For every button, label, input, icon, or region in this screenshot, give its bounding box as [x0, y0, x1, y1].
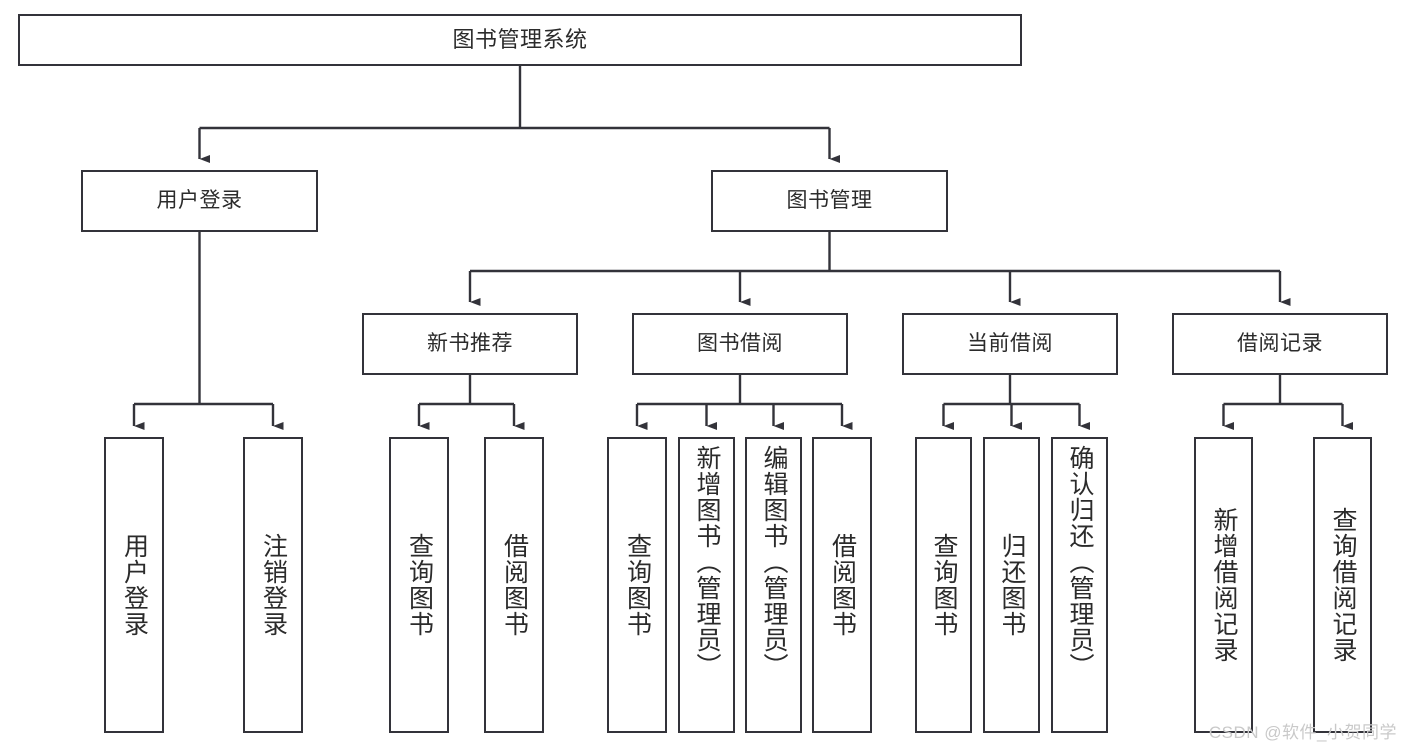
node-label: 归还图书 [998, 533, 1026, 637]
node-l-cu-return[interactable]: 归还图书 [983, 437, 1040, 733]
node-l-rc-query[interactable]: 查询借阅记录 [1313, 437, 1372, 733]
node-label: 查询借阅记录 [1329, 507, 1357, 663]
node-label: 当前借阅 [967, 331, 1053, 355]
node-label: 借阅记录 [1237, 331, 1323, 355]
node-l-bw-add[interactable]: 新增图书（管理员） [678, 437, 735, 733]
node-label: 查询图书 [623, 533, 652, 637]
node-label: 编辑图书（管理员） [760, 445, 788, 679]
node-n-newbook[interactable]: 新书推荐 [362, 313, 578, 375]
node-l-rc-add[interactable]: 新增借阅记录 [1194, 437, 1253, 733]
node-l-bw-edit[interactable]: 编辑图书（管理员） [745, 437, 802, 733]
node-root[interactable]: 图书管理系统 [18, 14, 1022, 66]
node-label: 注销登录 [259, 533, 288, 637]
node-l-logout[interactable]: 注销登录 [243, 437, 303, 733]
node-label: 新书推荐 [427, 331, 513, 355]
node-l-nb-borrow[interactable]: 借阅图书 [484, 437, 544, 733]
node-l-bw-query[interactable]: 查询图书 [607, 437, 667, 733]
node-l-bw-borrow[interactable]: 借阅图书 [812, 437, 872, 733]
node-l-cu-query[interactable]: 查询图书 [915, 437, 972, 733]
node-label: 用户登录 [120, 533, 149, 637]
node-label: 确认归还（管理员） [1066, 445, 1094, 679]
node-l-cu-confirm[interactable]: 确认归还（管理员） [1051, 437, 1108, 733]
node-label: 查询图书 [405, 533, 434, 637]
node-label: 用户登录 [156, 188, 243, 212]
node-n-current[interactable]: 当前借阅 [902, 313, 1118, 375]
node-label: 图书借阅 [697, 331, 783, 355]
node-label: 图书管理系统 [452, 27, 588, 53]
node-label: 新增图书（管理员） [693, 445, 721, 679]
node-label: 新增借阅记录 [1210, 507, 1238, 663]
node-label: 借阅图书 [500, 533, 529, 637]
node-l-nb-query[interactable]: 查询图书 [389, 437, 449, 733]
node-n-record[interactable]: 借阅记录 [1172, 313, 1388, 375]
node-label: 图书管理 [786, 188, 873, 212]
node-label: 查询图书 [930, 533, 958, 637]
node-label: 借阅图书 [828, 533, 857, 637]
node-n-borrow[interactable]: 图书借阅 [632, 313, 848, 375]
node-l-userlogin[interactable]: 用户登录 [104, 437, 164, 733]
node-n-bookmgr[interactable]: 图书管理 [711, 170, 948, 232]
node-n-login[interactable]: 用户登录 [81, 170, 318, 232]
connector-lines [132, 66, 1353, 430]
